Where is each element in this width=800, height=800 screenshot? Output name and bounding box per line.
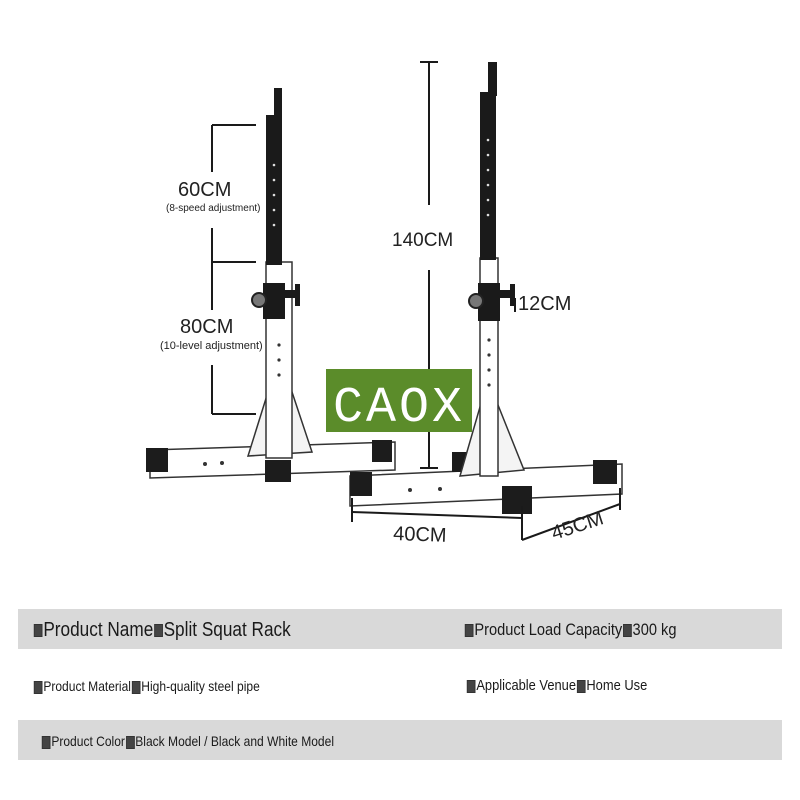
spec-value: High-quality steel pipe bbox=[141, 678, 260, 694]
dim-60-value: 60CM bbox=[178, 179, 231, 201]
spec-value: Home Use bbox=[586, 677, 648, 694]
dim-12-value: 12CM bbox=[518, 293, 571, 315]
bullet-icon bbox=[33, 680, 43, 694]
spec-product-name: Product Name Split Squat Rack bbox=[33, 619, 291, 642]
spec-value: Split Squat Rack bbox=[163, 619, 291, 641]
bullet-icon bbox=[623, 624, 632, 638]
bullet-icon bbox=[33, 624, 43, 638]
spec-label: Applicable Venue bbox=[476, 677, 577, 694]
spec-label: Product Name bbox=[43, 619, 154, 641]
dim-80-note: (10-level adjustment) bbox=[160, 340, 263, 352]
bullet-icon bbox=[131, 680, 141, 694]
logo-text: CAOX bbox=[333, 380, 465, 437]
spec-label: Product Material bbox=[43, 678, 131, 694]
dim-80-value: 80CM bbox=[180, 316, 233, 338]
bullet-icon bbox=[464, 624, 474, 638]
bullet-icon bbox=[125, 735, 135, 749]
left-rack bbox=[146, 88, 396, 482]
bullet-icon bbox=[41, 735, 51, 749]
bullet-icon bbox=[576, 679, 586, 693]
spec-value: 300 kg bbox=[632, 620, 677, 639]
bullet-icon bbox=[154, 624, 163, 638]
caox-logo: CAOX bbox=[326, 369, 472, 437]
spec-row-1 bbox=[18, 609, 782, 649]
spec-value: Black Model / Black and White Model bbox=[135, 733, 335, 749]
dim-140-value: 140CM bbox=[392, 230, 453, 251]
right-rack bbox=[349, 62, 623, 514]
spec-load-capacity: Product Load Capacity 300 kg bbox=[464, 620, 676, 640]
spec-material: Product Material High-quality steel pipe bbox=[33, 678, 260, 694]
dimension-lines bbox=[211, 61, 621, 541]
spec-row-3 bbox=[18, 720, 782, 760]
dim-45-value: 45CM bbox=[549, 507, 607, 544]
dim-60-note: (8-speed adjustment) bbox=[166, 203, 261, 214]
squat-rack-diagram: 60CM (8-speed adjustment) 80CM (10-level… bbox=[146, 61, 623, 547]
bullet-icon bbox=[466, 679, 476, 693]
dim-40-value: 40CM bbox=[393, 523, 447, 547]
spec-color: Product Color Black Model / Black and Whi… bbox=[41, 733, 334, 749]
spec-label: Product Load Capacity bbox=[474, 620, 623, 639]
spec-label: Product Color bbox=[51, 733, 125, 749]
spec-venue: Applicable Venue Home Use bbox=[466, 677, 647, 694]
